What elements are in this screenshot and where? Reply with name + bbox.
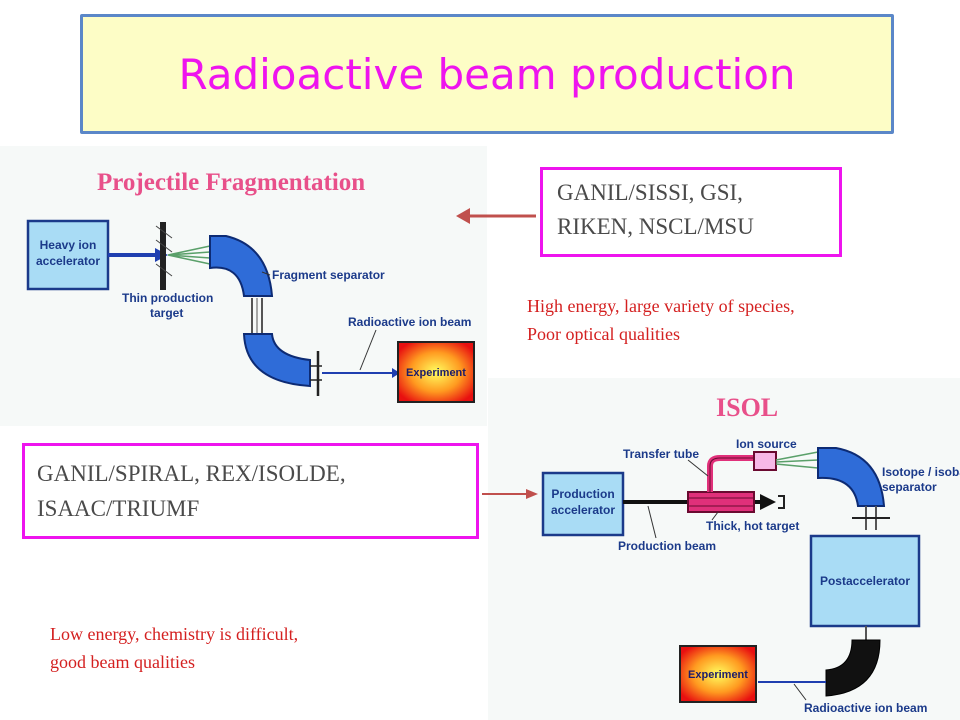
- postaccelerator-box: [809, 534, 921, 628]
- production-label-2: accelerator: [551, 503, 615, 517]
- extracted-beam: [775, 451, 819, 469]
- radioactive-beam-label: Radioactive ion beam: [804, 701, 927, 715]
- heavy-ion-label-1: Heavy ion: [40, 238, 97, 252]
- leader-line: [359, 329, 377, 371]
- radioactive-beam-label: Radioactive ion beam: [348, 315, 471, 329]
- production-beam-label: Production beam: [618, 539, 716, 553]
- fragment-separator-label: Fragment separator: [272, 268, 385, 282]
- leader-line: [647, 505, 657, 539]
- separator-magnet-2: [242, 333, 311, 388]
- thin-target-label-1: Thin production: [122, 291, 213, 305]
- experiment-label: Experiment: [688, 669, 748, 681]
- fragment-fan: [167, 245, 211, 265]
- isol-note: Low energy, chemistry is difficult, good…: [50, 620, 298, 676]
- slide-title: Radioactive beam production: [178, 49, 796, 99]
- production-beam-arrowhead: [760, 494, 776, 510]
- thick-target: [687, 491, 755, 513]
- leader-line: [711, 511, 719, 521]
- title-box: Radioactive beam production: [80, 14, 894, 134]
- isol-heading: ISOL: [716, 393, 778, 422]
- fragmentation-diagram: Projectile Fragmentation Heavy ion accel…: [0, 146, 487, 426]
- target-hatch: [155, 263, 173, 277]
- isol-facilities-line-1: GANIL/SPIRAL, REX/ISOLDE,: [37, 461, 346, 486]
- isotope-separator-magnet: [817, 447, 886, 507]
- target-hatch: [155, 225, 173, 239]
- experiment-box: [397, 341, 475, 403]
- fragmentation-note-line-2: Poor optical qualities: [527, 324, 680, 344]
- fragmentation-note-line-1: High energy, large variety of species,: [527, 296, 795, 316]
- isotope-separator-label-1: Isotope / isobar: [882, 465, 960, 479]
- transfer-tube-label: Transfer tube: [623, 447, 699, 461]
- isotope-separator-label-2: separator: [882, 480, 937, 494]
- fragmentation-facilities-box: GANIL/SISSI, GSI, RIKEN, NSCL/MSU: [540, 167, 842, 257]
- transfer-tube-outline: [709, 457, 756, 492]
- isol-note-line-1: Low energy, chemistry is difficult,: [50, 624, 299, 644]
- isol-facilities-box: GANIL/SPIRAL, REX/ISOLDE, ISAAC/TRIUMF: [22, 443, 479, 539]
- heavy-ion-label-2: accelerator: [36, 254, 100, 268]
- heavy-ion-accelerator-box: [26, 219, 110, 291]
- fragmentation-facilities-line-1: GANIL/SISSI, GSI,: [557, 180, 743, 205]
- production-label-1: Production: [551, 487, 614, 501]
- isol-diagram: ISOL Production accelerator Postaccelera…: [488, 378, 960, 720]
- fragmentation-facilities-line-2: RIKEN, NSCL/MSU: [557, 214, 754, 239]
- radioactive-beam-arrowhead: [392, 368, 400, 378]
- transfer-tube: [707, 455, 756, 492]
- target-hatch: [155, 239, 173, 253]
- experiment-box: [679, 645, 757, 703]
- leader-line: [793, 683, 807, 701]
- fragmentation-heading: Projectile Fragmentation: [97, 169, 365, 196]
- thin-target: [160, 222, 166, 290]
- postaccelerator-label: Postaccelerator: [820, 574, 910, 588]
- separator-magnet-1: [209, 235, 274, 297]
- leader-line: [261, 271, 271, 276]
- ion-source-label: Ion source: [736, 437, 797, 451]
- beam-dump: [778, 495, 785, 509]
- bending-magnet: [825, 639, 881, 697]
- isol-note-line-2: good beam qualities: [50, 652, 195, 672]
- isol-facilities-line-2: ISAAC/TRIUMF: [37, 496, 200, 521]
- leader-line: [687, 459, 709, 477]
- ion-source-box: [753, 451, 777, 471]
- experiment-label: Experiment: [406, 367, 466, 379]
- thick-target-label: Thick, hot target: [706, 519, 799, 533]
- thin-target-label-2: target: [150, 306, 183, 320]
- fragmentation-note: High energy, large variety of species, P…: [527, 292, 795, 348]
